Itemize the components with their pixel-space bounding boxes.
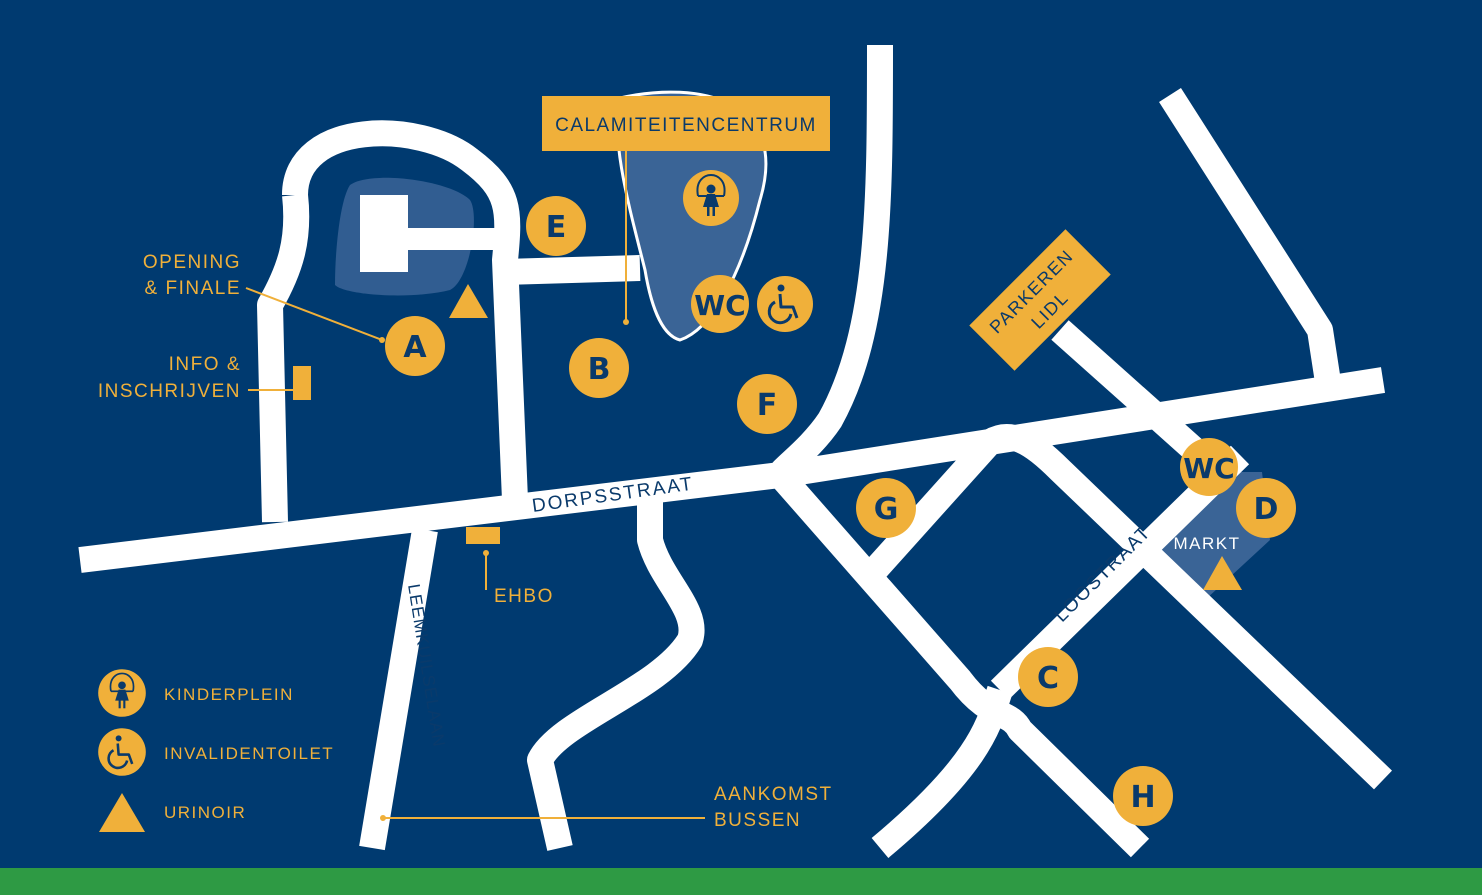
wheelchair-icon [755, 274, 815, 334]
marker-d-label: D [1254, 492, 1279, 527]
marker-b[interactable]: B [569, 338, 629, 398]
ehbo-tent [466, 527, 500, 544]
ehbo-label: EHBO [494, 586, 554, 607]
roads [78, 44, 1393, 858]
marker-f-label: F [757, 388, 778, 423]
legend-label-invalidentoilet: INVALIDENTOILET [164, 744, 334, 763]
opening-label-line1: OPENING [143, 252, 241, 273]
marker-h-label: H [1130, 780, 1155, 815]
marker-d[interactable]: D [1236, 478, 1296, 538]
marker-f[interactable]: F [737, 374, 797, 434]
triangle-icon [449, 284, 488, 318]
info-label-line1: INFO & [169, 354, 241, 375]
road-south [527, 495, 705, 851]
marker-a[interactable]: A [385, 316, 445, 376]
triangle-icon [1203, 556, 1242, 590]
opening-leader [245, 287, 383, 341]
legend-child-icon [97, 668, 147, 718]
wc-label-markt: WC [1183, 452, 1234, 485]
main-building [360, 195, 498, 272]
road-park-west [257, 193, 310, 523]
road-north [767, 44, 893, 482]
legend: KINDERPLEIN INVALIDENTOILET URINOIR [96, 668, 334, 832]
legend-triangle-icon [99, 793, 145, 832]
road-south-c [871, 685, 1013, 858]
marker-e-label: E [546, 210, 567, 245]
legend-label-urinoir: URINOIR [164, 803, 246, 822]
wc-label-park: WC [694, 289, 745, 322]
child-skipping-rope-icon [682, 169, 740, 227]
road-northeast [1159, 88, 1343, 397]
info-tent [293, 366, 311, 400]
ehbo-dot [483, 550, 489, 556]
marker-g[interactable]: G [856, 478, 916, 538]
calamiteitencentrum-dot [623, 319, 629, 325]
marker-g-label: G [874, 492, 899, 527]
parkeren-box [969, 229, 1111, 371]
wc-marker-park [691, 275, 749, 333]
markt-label: MARKT [1174, 534, 1241, 553]
marker-a-label: A [403, 330, 427, 365]
road-parking [1051, 320, 1209, 465]
marker-c-label: C [1037, 661, 1059, 696]
road-park-loop [282, 120, 528, 501]
aankomst-label-line1: AANKOMST [714, 784, 833, 805]
aankomst-label-line2: BUSSEN [714, 810, 801, 831]
opening-leader-dot [379, 337, 385, 343]
calamiteitencentrum-box [542, 96, 830, 151]
road-loostraat-loop [865, 424, 1393, 790]
legend-label-kinderplein: KINDERPLEIN [164, 685, 294, 704]
road-leemkuilselaan [359, 527, 438, 851]
aankomst-dot [380, 815, 386, 821]
legend-wheelchair-icon [96, 726, 148, 778]
marker-c[interactable]: C [1018, 647, 1078, 707]
info-label-line2: INSCHRIJVEN [98, 381, 241, 402]
opening-label-line2: & FINALE [145, 278, 241, 299]
wc-marker-markt [1180, 438, 1238, 496]
calamiteitencentrum-label: CALAMITEITENCENTRUM [555, 115, 817, 136]
marker-h[interactable]: H [1113, 766, 1173, 826]
road-park-connector [504, 255, 641, 285]
marker-e[interactable]: E [526, 196, 586, 256]
marker-b-label: B [588, 352, 611, 387]
